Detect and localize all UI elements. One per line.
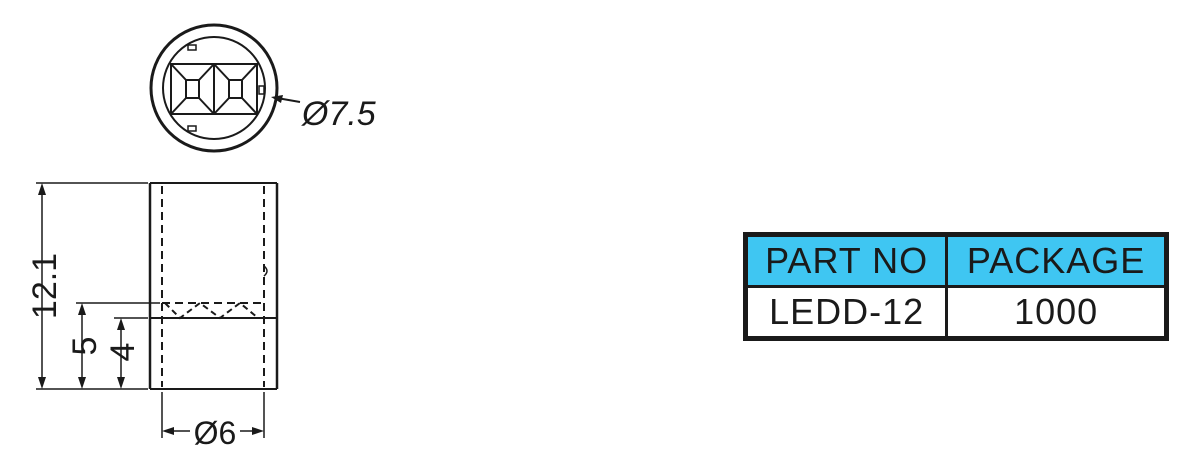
notch-bottom	[187, 125, 197, 132]
part-table: PART NO PACKAGE LEDD-12 1000	[743, 232, 1169, 341]
outer-ring	[149, 23, 279, 153]
notch-right	[258, 85, 265, 95]
right-led-window	[213, 63, 258, 115]
height-5-label: 5	[66, 337, 104, 356]
height-4-label: 4	[104, 343, 142, 362]
inner-ring	[162, 36, 266, 140]
top-dim-arrow	[271, 95, 283, 103]
header-part-no: PART NO	[743, 233, 949, 288]
table-header-row: PART NO PACKAGE	[743, 233, 1168, 288]
left-led-window	[170, 63, 215, 115]
top-diameter-label: Ø7.5	[301, 95, 376, 133]
table-row: LEDD-12 1000	[743, 285, 1168, 340]
cell-package: 1000	[945, 285, 1168, 340]
header-package: PACKAGE	[945, 233, 1168, 288]
notch-top	[187, 44, 197, 51]
bottom-diameter-label: Ø6	[194, 415, 237, 451]
top-view	[149, 23, 301, 153]
cell-part-no: LEDD-12	[743, 285, 949, 340]
height-total-label: 12.1	[26, 253, 64, 319]
dimensions	[36, 182, 265, 438]
side-view	[148, 182, 279, 390]
